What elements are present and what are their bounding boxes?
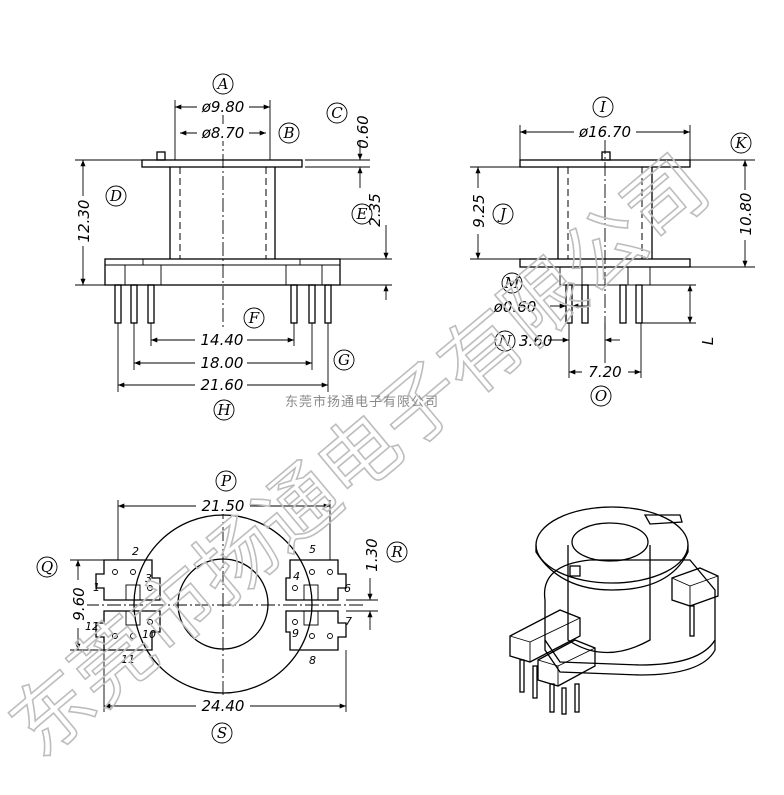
pin-9: 9: [292, 627, 299, 640]
label-i: I: [599, 98, 607, 116]
pin-10: 10: [142, 628, 156, 641]
dim-l-text: L: [699, 337, 717, 345]
label-q: Q: [41, 558, 53, 576]
isometric-view: [509, 506, 719, 715]
dim-s-text: 24.40: [202, 697, 245, 715]
label-a: A: [216, 75, 229, 93]
label-n: N: [497, 332, 512, 350]
watermark-small-text: 东莞市扬通电子有限公司: [285, 394, 439, 410]
label-p: P: [220, 472, 232, 490]
label-f: F: [248, 309, 260, 327]
dim-m-text: ø0.60: [493, 298, 537, 316]
bottom-view: 1 2 3 4 5 6 7 8 9 10 11 12 21.50 P 9.60 …: [36, 470, 408, 744]
side-view: ø16.70 I 10.80 K 9.25 J L M ø0.60: [470, 96, 755, 407]
pin-11: 11: [121, 653, 135, 666]
pin-12: 12: [85, 620, 99, 633]
label-s: S: [217, 724, 227, 742]
dim-f-text: 14.40: [201, 331, 244, 349]
dim-k-text: 10.80: [737, 193, 755, 236]
pin-6: 6: [344, 582, 351, 595]
label-g: G: [338, 351, 350, 369]
label-j: J: [497, 205, 507, 223]
label-o: O: [595, 387, 607, 405]
watermark-text: 东莞市扬通电子有限公司: [0, 138, 726, 775]
pin-5: 5: [309, 543, 316, 556]
pin-2: 2: [132, 545, 139, 558]
label-r: R: [390, 543, 402, 561]
dim-p-text: 21.50: [202, 497, 245, 515]
dim-b-text: ø8.70: [201, 124, 245, 142]
dim-n-text: 3.60: [519, 332, 552, 350]
pin-3: 3: [145, 572, 152, 585]
pin-4: 4: [293, 570, 300, 583]
pin-7: 7: [345, 615, 352, 628]
dim-e-text: 2.35: [366, 193, 384, 226]
dim-g-text: 18.00: [201, 354, 244, 372]
dim-a-text: ø9.80: [201, 98, 245, 116]
front-view: ø9.80 A ø8.70 B 0.60 C 12.30 D 2.35 E: [74, 73, 392, 421]
dim-j-text: 9.25: [470, 194, 488, 227]
dim-c-text: 0.60: [354, 115, 372, 148]
dim-h-text: 21.60: [201, 376, 244, 394]
dim-r-text: 1.30: [363, 538, 381, 571]
dim-d-text: 12.30: [75, 200, 93, 243]
pin-8: 8: [309, 654, 316, 667]
dim-o-text: 7.20: [588, 363, 621, 381]
label-e: E: [356, 205, 368, 223]
dim-i-text: ø16.70: [578, 123, 631, 141]
label-c: C: [331, 104, 343, 122]
label-m: M: [503, 274, 520, 292]
dim-q-text: 9.60: [70, 587, 88, 620]
label-b: B: [282, 124, 294, 142]
label-h: H: [216, 401, 231, 419]
pin-1: 1: [93, 581, 100, 594]
label-k: K: [734, 134, 747, 152]
label-d: D: [109, 187, 122, 205]
